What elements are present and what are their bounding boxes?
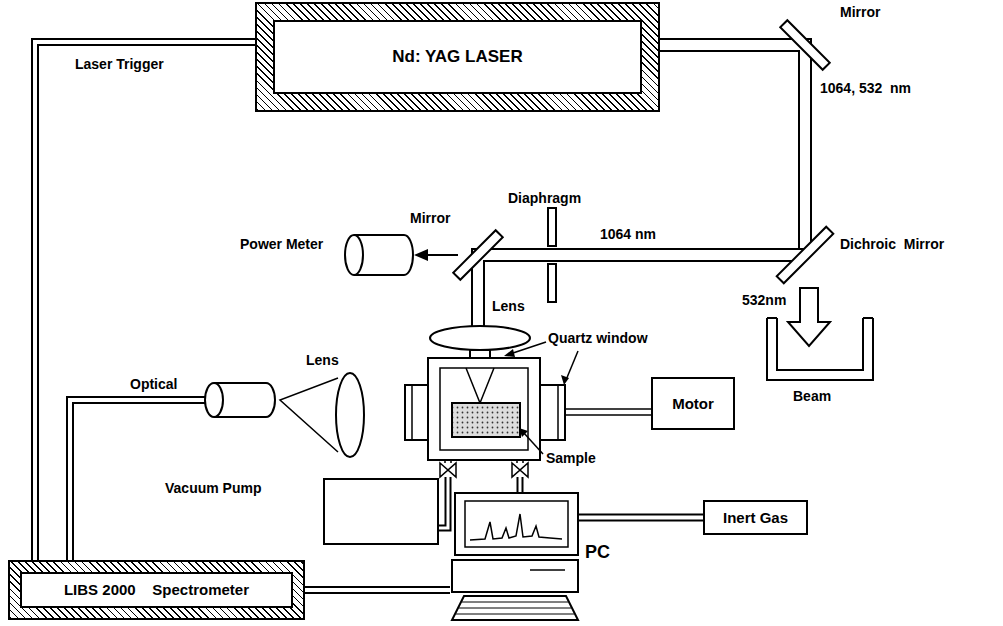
instrument-panel: LIBS 2000 Spectrometer [20,572,293,608]
cylinder-face [205,383,223,417]
signal-line [305,590,450,591]
part-label: 532nm [742,292,786,308]
line-outer [305,586,450,594]
part-label: 1064, 532 nm [820,80,911,96]
part-label: Dichroic Mirror [840,236,944,252]
node-label: Vacuum Pump [165,480,261,496]
instrument-box: LIBS 2000 Spectrometer [8,560,305,620]
key-row [462,602,568,603]
node-label: Optical [130,376,177,392]
node-label: PC [585,544,610,560]
cylinder-face [345,235,363,275]
computer: PC [450,492,580,622]
monitor [455,493,578,555]
beam-dump-cap [863,317,873,319]
key-row [456,614,574,615]
drive-slot [530,569,565,571]
node-outline [345,234,413,276]
key-row [459,608,571,609]
part-label: Lens [492,298,525,314]
part-label: Sample [546,450,596,466]
cylinder-device: Optical [205,382,275,418]
device-box: Inert Gas [703,500,808,535]
device-box: Motor [651,377,735,430]
node-label: Nd: YAG LASER [392,49,522,65]
computer-case [452,560,578,592]
node-outline [205,382,275,418]
line-inner [305,588,450,592]
node-label: LIBS 2000 Spectrometer [64,582,249,598]
instrument-panel: Nd: YAG LASER [273,20,642,94]
cylinder-device: Power Meter [345,234,413,276]
part-label: Mirror [840,4,880,20]
part-label: Mirror [410,210,450,226]
screen [465,501,568,547]
node-outline [765,318,875,383]
node-label: Motor [672,396,714,412]
part-label: Quartz window [548,330,648,346]
line-outer [578,514,703,522]
signal-line [578,517,703,518]
line-inner [578,516,703,520]
spectrum-trace [470,514,562,540]
device-box: Vacuum Pump [323,478,439,545]
line-label: Laser Trigger [75,56,164,72]
part-label: 1064 nm [600,226,656,242]
node-label: Beam [793,388,831,404]
part-label: Diaphragm [508,190,581,206]
part-label: Lens [306,352,339,368]
instrument-box: Nd: YAG LASER [255,2,660,112]
node-outline [450,492,580,622]
keyboard [452,596,578,620]
beam-dump [767,318,873,380]
node-label: Power Meter [240,236,323,252]
node-label: Inert Gas [723,510,788,526]
beam-dump-cap [767,317,777,319]
beam-dump-inner [777,318,863,370]
beam-dump: Beam [765,318,875,383]
